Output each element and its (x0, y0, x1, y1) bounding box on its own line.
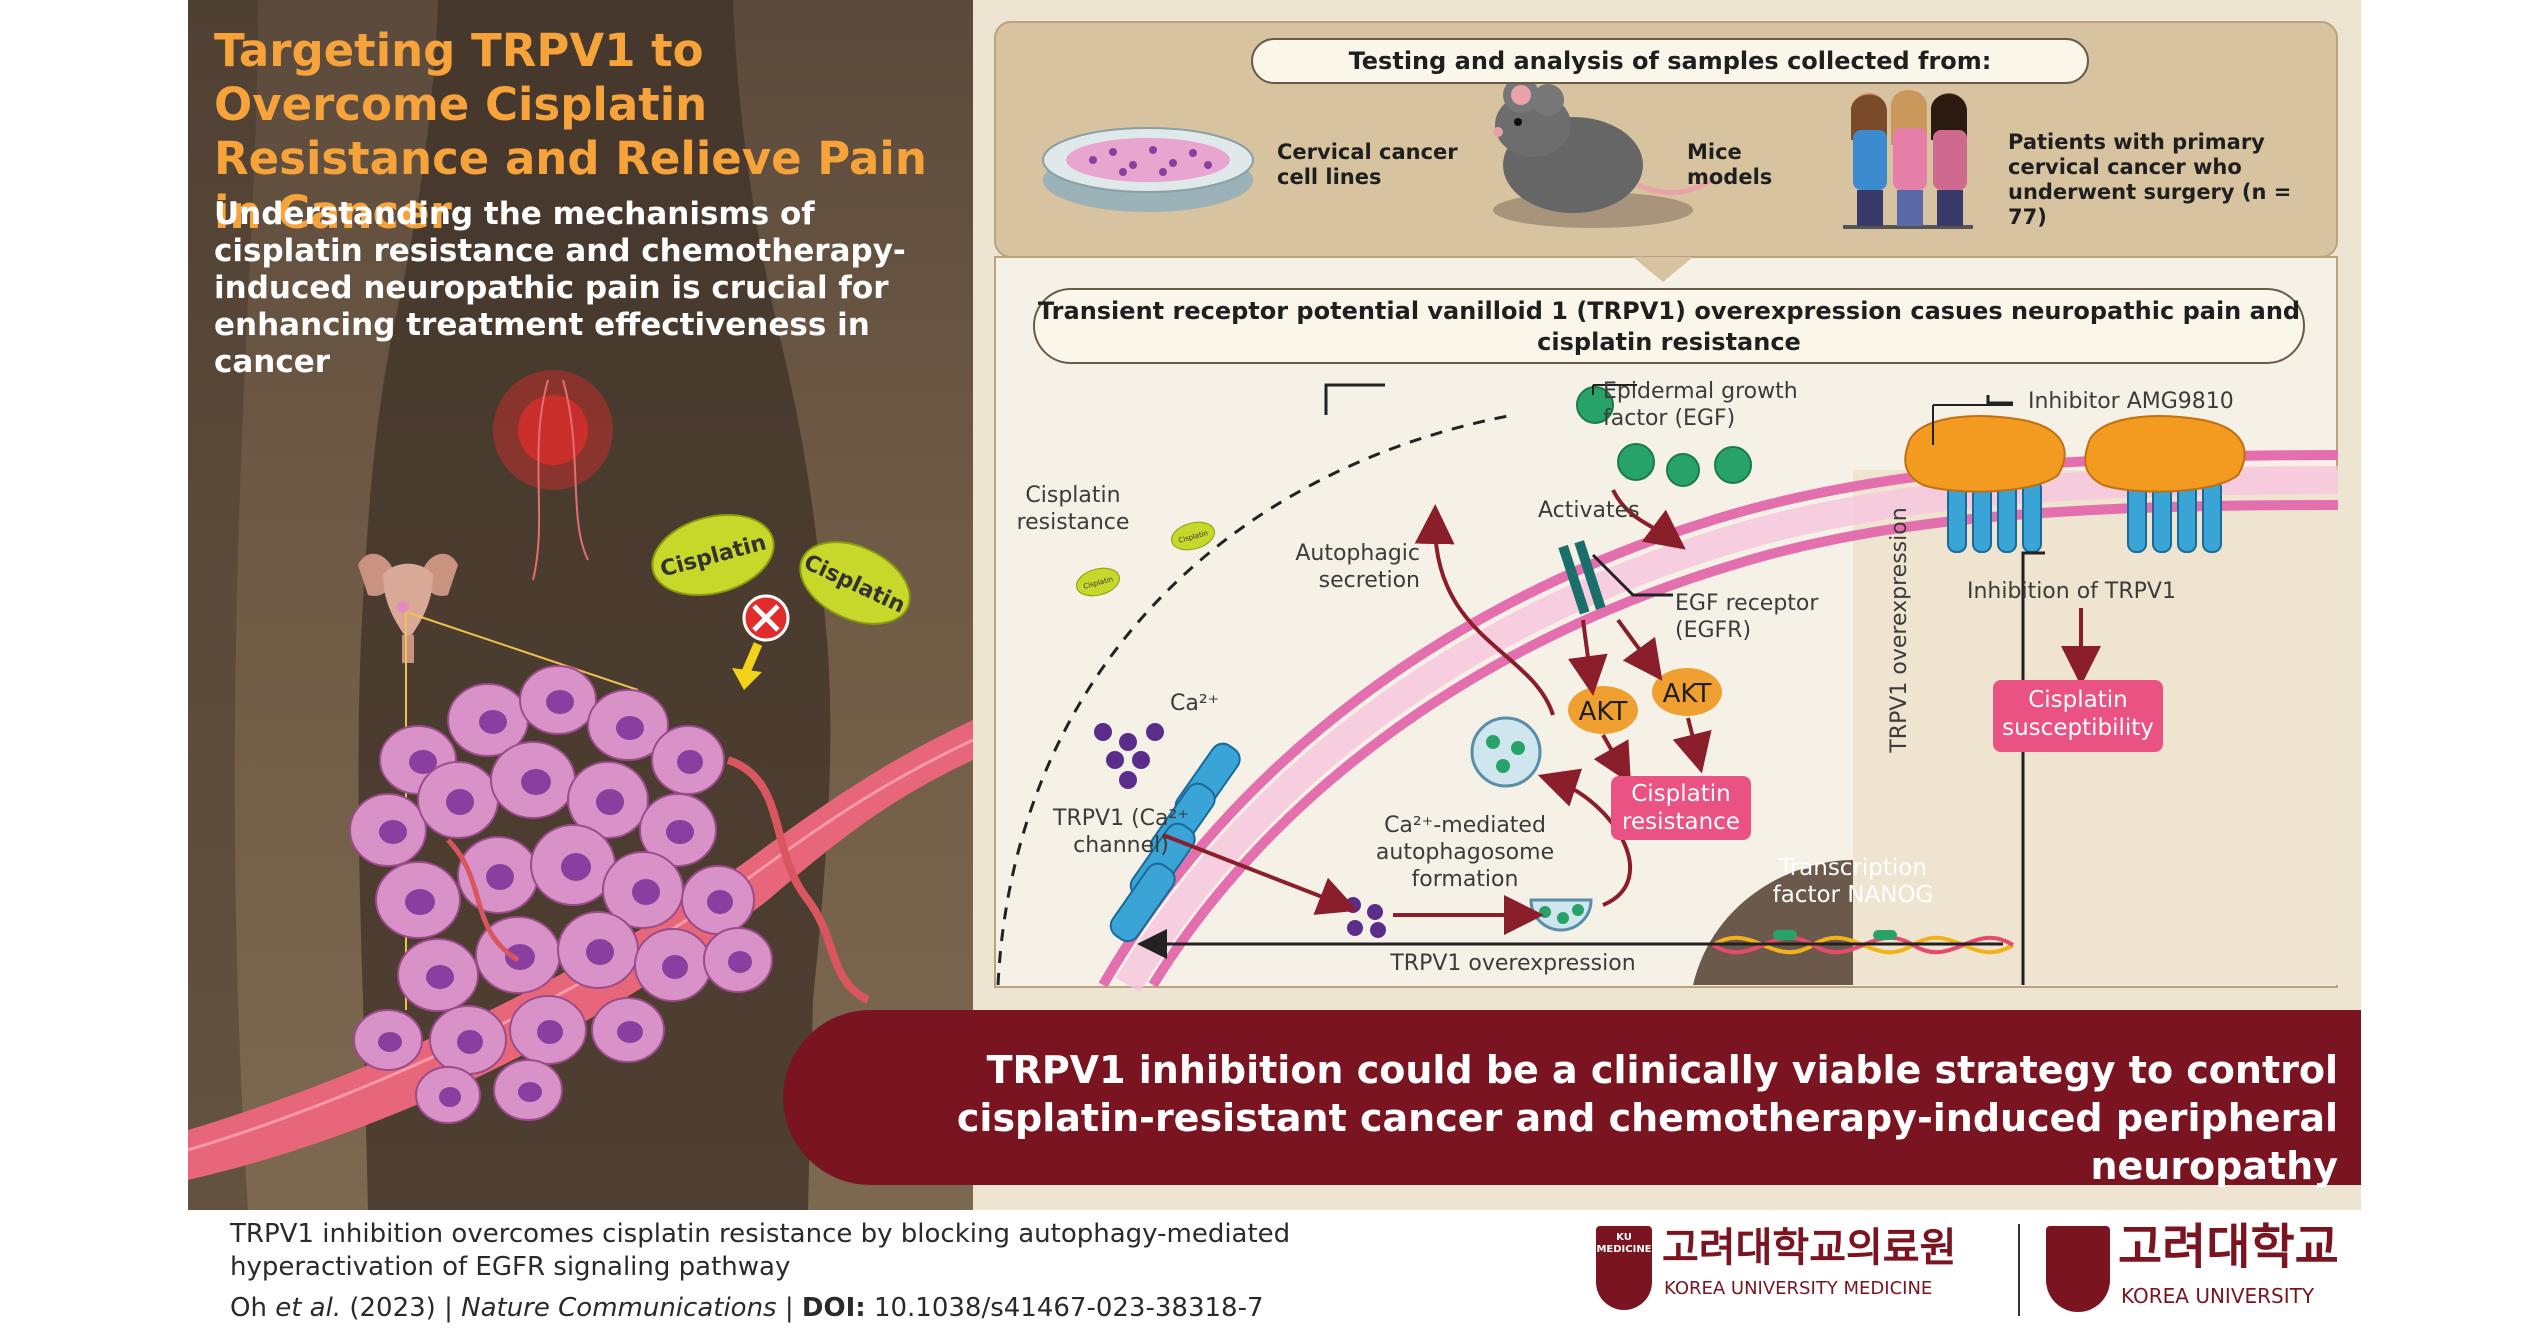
logo-divider (2018, 1224, 2020, 1316)
ku-medicine-english: KOREA UNIVERSITY MEDICINE (1664, 1278, 1933, 1299)
footer: TRPV1 inhibition overcomes cisplatin res… (188, 1210, 2361, 1331)
autophagosome-icon (1470, 716, 1593, 932)
nanog-label: Transcription factor NANOG (1772, 855, 1934, 908)
autophagic-secretion-label: Autophagic secretion (1295, 541, 1420, 593)
korea-university-english: KOREA UNIVERSITY (2121, 1284, 2315, 1308)
citation-reference: Oh et al. (2023) | Nature Communications… (230, 1292, 1430, 1325)
cisplatin-resistance-box: Cisplatin resistance (1611, 776, 1751, 840)
ku-medicine-logo-icon: KU MEDICINE (1596, 1226, 1652, 1310)
korea-university-korean: 고려대학교 (2118, 1219, 2339, 1275)
patients-icon (1843, 89, 1973, 229)
blocked-icon (742, 594, 790, 642)
inhibition-label: Inhibition of TRPV1 (1967, 579, 2176, 604)
right-panel: Cisplatin Cisplatin Testing and analysis (973, 0, 2361, 1210)
inhibitor-label: Inhibitor AMG9810 (2028, 389, 2234, 414)
egfr-icon (1558, 540, 1606, 615)
egf-molecules (1576, 386, 1752, 487)
ku-medicine-badge-text: KU MEDICINE (1596, 1232, 1652, 1255)
egf-label: Epidermal growth factor (EGF) (1603, 379, 1798, 431)
citation-doi-label: DOI: (801, 1293, 866, 1323)
patients-label: Patients with primary cervical cancer wh… (2008, 130, 2292, 229)
petri-dish-icon (1042, 127, 1254, 212)
mice-label: Mice models (1687, 140, 1773, 189)
body-silhouette-illustration: Cisplatin Cisplatin (188, 0, 973, 1210)
citation-separator: | (784, 1293, 794, 1323)
calcium-ions (1094, 723, 1386, 938)
conclusion-text: TRPV1 inhibition could be a clinically v… (783, 1046, 2338, 1190)
citation-title: TRPV1 inhibition overcomes cisplatin res… (230, 1218, 1430, 1284)
tumor-cells (349, 665, 773, 1124)
akt-label-1: AKT (1578, 697, 1628, 727)
trpv1-channel-label: TRPV1 (Ca²⁺ channel) (1053, 806, 1189, 858)
trpv1-overexpression-vertical-label: TRPV1 overexpression (1887, 507, 1912, 753)
conclusion-line-1: TRPV1 inhibition could be a clinically v… (986, 1048, 2338, 1092)
citation-year: (2023) | (349, 1293, 453, 1323)
citation-line-2: hyperactivation of EGFR signaling pathwa… (230, 1252, 791, 1282)
cell-lines-label: Cervical cancer cell lines (1277, 140, 1458, 189)
cisplatin-pill-1 (651, 513, 775, 597)
egfr-label: EGF receptor (EGFR) (1675, 591, 1819, 643)
page-title: Targeting TRPV1 to Overcome Cisplatin Re… (214, 24, 927, 239)
citation-line-1: TRPV1 inhibition overcomes cisplatin res… (230, 1219, 1291, 1249)
trpv1-channels-right (1947, 479, 2222, 553)
mouse-icon (1493, 77, 1715, 228)
mechanism-heading: Transient receptor potential vanilloid 1… (1033, 288, 2305, 364)
citation-etal: et al. (275, 1293, 342, 1323)
citation-doi: 10.1038/s41467-023-38318-7 (873, 1293, 1264, 1323)
activates-label: Activates (1538, 498, 1640, 523)
page-subtitle: Understanding the mechanisms of cisplati… (214, 196, 906, 380)
akt-icon-2 (1652, 668, 1722, 716)
cisplatin-susceptibility-box: Cisplatin susceptibility (1993, 680, 2163, 752)
amg9810-inhibitor-icon (1904, 415, 2246, 493)
conclusion-line-2: cisplatin-resistant cancer and chemother… (956, 1096, 2338, 1188)
conclusion-banner: TRPV1 inhibition could be a clinically v… (783, 1010, 2361, 1188)
left-panel: Cisplatin Cisplatin Targeting TRPV1 to O… (188, 0, 973, 1210)
akt-icon-1 (1568, 686, 1638, 734)
citation-authors: Oh (230, 1293, 267, 1323)
akt-label-2: AKT (1662, 679, 1712, 709)
cisplatin-small-pill-2 (1170, 521, 1216, 551)
trpv1-overexpression-label: TRPV1 overexpression (1390, 951, 1636, 976)
korea-university-crest-icon (2046, 1226, 2110, 1312)
ku-medicine-korean: 고려대학교의료원 (1662, 1225, 1957, 1271)
cisplatin-pill-2 (799, 541, 911, 625)
citation-journal: Nature Communications (461, 1293, 777, 1323)
cisplatin-resistance-label: Cisplatin resistance (1016, 483, 1130, 535)
calcium-label: Ca²⁺ (1170, 691, 1220, 716)
samples-heading: Testing and analysis of samples collecte… (1251, 38, 2089, 84)
autophagosome-label: Ca²⁺-mediated autophagosome formation (1375, 813, 1555, 892)
cisplatin-small-pill-1 (1075, 567, 1121, 597)
